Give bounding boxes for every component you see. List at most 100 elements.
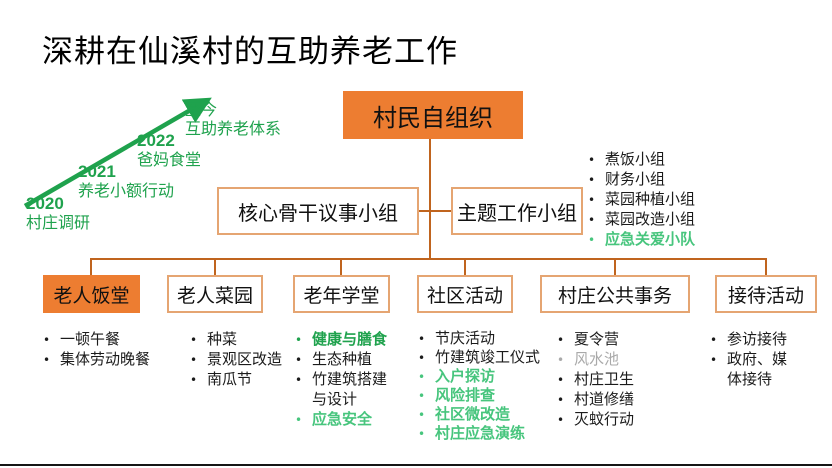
list-item-label: 村庄应急演练 bbox=[435, 426, 526, 442]
milestone-now: 至今 互助养老体系 bbox=[185, 101, 281, 139]
milestone-label: 养老小额行动 bbox=[78, 183, 175, 200]
bullet-icon: • bbox=[295, 413, 303, 427]
milestone-2022: 2022 爸妈食堂 bbox=[137, 131, 201, 170]
theme-group-box[interactable]: 主题工作小组 bbox=[451, 187, 583, 235]
bullet-icon: • bbox=[588, 213, 596, 227]
milestone-2021: 2021 养老小额行动 bbox=[78, 162, 174, 201]
list-item: •集体劳动晚餐 bbox=[43, 350, 173, 370]
root-box-villager-self-organization[interactable]: 村民自组织 bbox=[343, 91, 523, 139]
list-item-label: 节庆活动 bbox=[435, 331, 496, 347]
list-item: • 种菜 bbox=[190, 330, 300, 350]
list-item: • 财务小组 bbox=[588, 170, 728, 190]
milestone-year: 2020 bbox=[26, 194, 64, 213]
list-item-label: 应急关爱小队 bbox=[605, 232, 696, 248]
list-item-label: 菜园种植小组 bbox=[605, 192, 696, 208]
list-item-label: 风险排查 bbox=[435, 388, 496, 404]
list-item-label: 政府、媒体接待 bbox=[727, 352, 788, 388]
list-item: • 村庄应急演练 bbox=[418, 425, 548, 444]
bullet-icon: • bbox=[557, 413, 565, 427]
bullet-icon: • bbox=[418, 332, 426, 346]
bullet-icon: • bbox=[710, 333, 718, 347]
branch-list-community-activities: • 节庆活动 • 竹建筑竣工仪式 • 入户探访 • 风险排查 • 社区微改造 • 村庄应急演练 bbox=[418, 330, 548, 444]
list-item-label: 竹建筑搭建与设计 bbox=[312, 372, 388, 408]
connector-stub-6 bbox=[765, 258, 767, 275]
branch-list-reception: • 参访接待 •政府、媒体接待 bbox=[710, 330, 790, 390]
milestone-label: 互助养老体系 bbox=[185, 121, 282, 138]
list-item: • 应急关爱小队 bbox=[588, 230, 728, 250]
list-item-label: 一顿午餐 bbox=[60, 332, 121, 348]
bullet-icon: • bbox=[190, 373, 198, 387]
core-group-box[interactable]: 核心骨干议事小组 bbox=[217, 187, 419, 235]
list-item: •菜园种植小组 bbox=[588, 190, 728, 210]
connector-stub-2 bbox=[214, 258, 216, 275]
list-item: • 一顿午餐 bbox=[43, 330, 173, 350]
list-item: • 灭蚊行动 bbox=[557, 410, 667, 430]
branch-list-elder-canteen: • 一顿午餐 •集体劳动晚餐 bbox=[43, 330, 173, 370]
list-item: • 健康与膳食 bbox=[295, 330, 391, 350]
bullet-icon: • bbox=[588, 233, 596, 247]
list-item-label: 入户探访 bbox=[435, 369, 496, 385]
list-item-label: 菜园改造小组 bbox=[605, 212, 696, 228]
bullet-icon: • bbox=[418, 427, 426, 441]
bullet-icon: • bbox=[557, 333, 565, 347]
list-item: •南瓜节 bbox=[190, 370, 300, 390]
list-item: • 应急安全 bbox=[295, 410, 391, 430]
list-item-label: 村庄卫生 bbox=[574, 372, 635, 388]
list-item: • 风险排查 bbox=[418, 387, 548, 406]
bullet-icon: • bbox=[295, 333, 303, 347]
milestone-year: 至今 bbox=[185, 102, 218, 119]
list-item-label: 健康与膳食 bbox=[312, 332, 388, 348]
list-item-label: 灭蚊行动 bbox=[574, 412, 635, 428]
list-item: • 风水池 bbox=[557, 350, 667, 370]
list-item-label: 参访接待 bbox=[727, 332, 788, 348]
branch-box-reception[interactable]: 接待活动 bbox=[715, 275, 817, 313]
branch-box-elder-canteen[interactable]: 老人饭堂 bbox=[43, 275, 140, 313]
bullet-icon: • bbox=[418, 389, 426, 403]
branch-list-elder-garden: • 种菜 • 景观区改造 •南瓜节 bbox=[190, 330, 300, 390]
bullet-icon: • bbox=[557, 373, 565, 387]
branch-box-village-public-affairs[interactable]: 村庄公共事务 bbox=[540, 275, 690, 313]
branch-list-elder-school: • 健康与膳食 • 生态种植 • 竹建筑搭建与设计 • 应急安全 bbox=[295, 330, 391, 430]
list-item-label: 夏令营 bbox=[574, 332, 620, 348]
branch-box-elder-school[interactable]: 老年学堂 bbox=[293, 275, 390, 313]
list-item-label: 生态种植 bbox=[312, 352, 373, 368]
list-item: •政府、媒体接待 bbox=[710, 350, 790, 390]
list-item: • 景观区改造 bbox=[190, 350, 300, 370]
list-item: • 入户探访 bbox=[418, 368, 548, 387]
connector-branches-horizontal bbox=[91, 258, 767, 260]
bullet-icon: • bbox=[418, 408, 426, 422]
bullet-icon: • bbox=[557, 393, 565, 407]
list-item-label: 风水池 bbox=[574, 352, 620, 368]
branch-box-elder-garden[interactable]: 老人菜园 bbox=[167, 275, 263, 313]
list-item-label: 应急安全 bbox=[312, 412, 373, 428]
branch-box-community-activities[interactable]: 社区活动 bbox=[417, 275, 513, 313]
list-item-label: 财务小组 bbox=[605, 172, 666, 188]
list-item-label: 种菜 bbox=[207, 332, 238, 348]
list-item: • 社区微改造 bbox=[418, 406, 548, 425]
bullet-icon: • bbox=[295, 353, 303, 367]
connector-root-vertical bbox=[429, 139, 431, 259]
bullet-icon: • bbox=[588, 153, 596, 167]
list-item-label: 村道修缮 bbox=[574, 392, 635, 408]
list-item-label: 社区微改造 bbox=[435, 407, 511, 423]
list-item: • 节庆活动 bbox=[418, 330, 548, 349]
branch-list-village-public-affairs: • 夏令营 • 风水池 • 村庄卫生 • 村道修缮 • 灭蚊行动 bbox=[557, 330, 667, 430]
bullet-icon: • bbox=[418, 351, 426, 365]
milestone-label: 村庄调研 bbox=[26, 215, 91, 232]
list-item: • 菜园改造小组 bbox=[588, 210, 728, 230]
list-item: • 村道修缮 bbox=[557, 390, 667, 410]
bullet-icon: • bbox=[43, 333, 51, 347]
bullet-icon: • bbox=[295, 373, 303, 387]
bullet-icon: • bbox=[190, 333, 198, 347]
connector-mid-horizontal bbox=[419, 210, 451, 212]
list-item-label: 煮饭小组 bbox=[605, 152, 666, 168]
bullet-icon: • bbox=[588, 173, 596, 187]
bullet-icon: • bbox=[190, 353, 198, 367]
bullet-icon: • bbox=[557, 353, 565, 367]
connector-stub-4 bbox=[464, 258, 466, 275]
list-item-label: 景观区改造 bbox=[207, 352, 283, 368]
bullet-icon: • bbox=[418, 370, 426, 384]
list-item-label: 竹建筑竣工仪式 bbox=[435, 350, 541, 366]
